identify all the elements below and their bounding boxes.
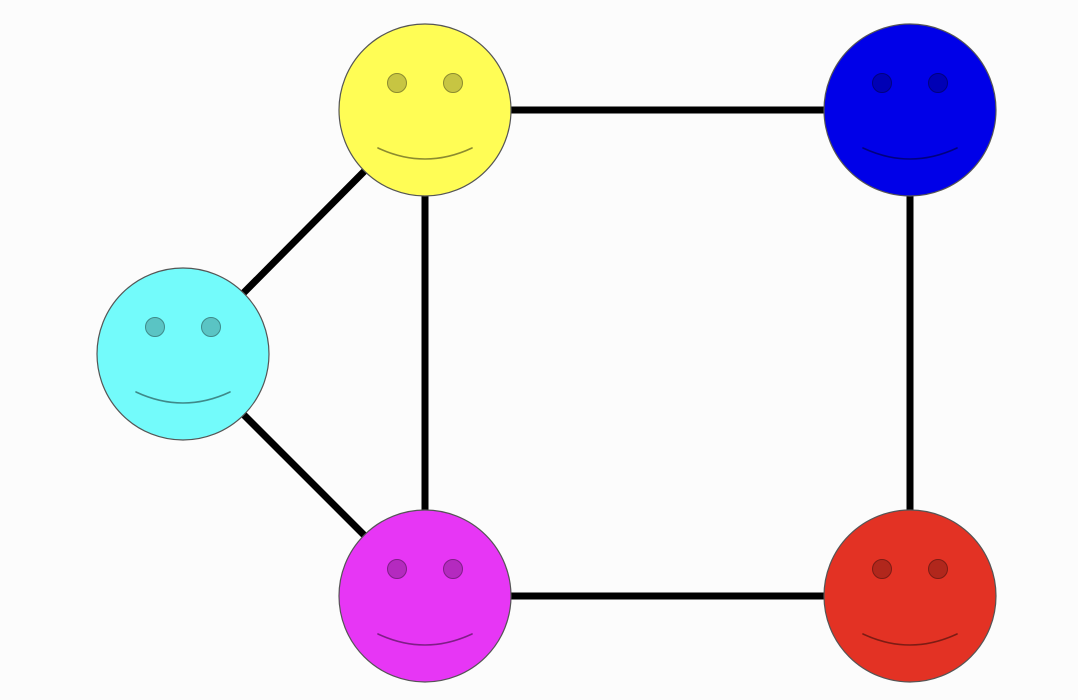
node-cyan xyxy=(96,267,270,441)
right-eye-icon xyxy=(443,559,463,579)
smiley-face-icon xyxy=(338,509,512,683)
right-eye-icon xyxy=(443,73,463,93)
node-magenta xyxy=(338,509,512,683)
node-yellow xyxy=(338,23,512,197)
edges-layer xyxy=(180,106,914,600)
smiley-face-icon xyxy=(338,23,512,197)
nodes-layer xyxy=(96,23,997,683)
node-red xyxy=(823,509,997,683)
smile-mouth-icon xyxy=(377,147,473,160)
right-eye-icon xyxy=(928,559,948,579)
smile-mouth-icon xyxy=(377,633,473,646)
left-eye-icon xyxy=(387,73,407,93)
node-blue xyxy=(823,23,997,197)
right-eye-icon xyxy=(201,317,221,337)
smiley-face-icon xyxy=(823,23,997,197)
right-eye-icon xyxy=(928,73,948,93)
smiley-face-icon xyxy=(96,267,270,441)
smile-mouth-icon xyxy=(862,633,958,646)
smiley-face-icon xyxy=(823,509,997,683)
smile-mouth-icon xyxy=(862,147,958,160)
left-eye-icon xyxy=(387,559,407,579)
left-eye-icon xyxy=(145,317,165,337)
left-eye-icon xyxy=(872,559,892,579)
smile-mouth-icon xyxy=(135,391,231,404)
left-eye-icon xyxy=(872,73,892,93)
